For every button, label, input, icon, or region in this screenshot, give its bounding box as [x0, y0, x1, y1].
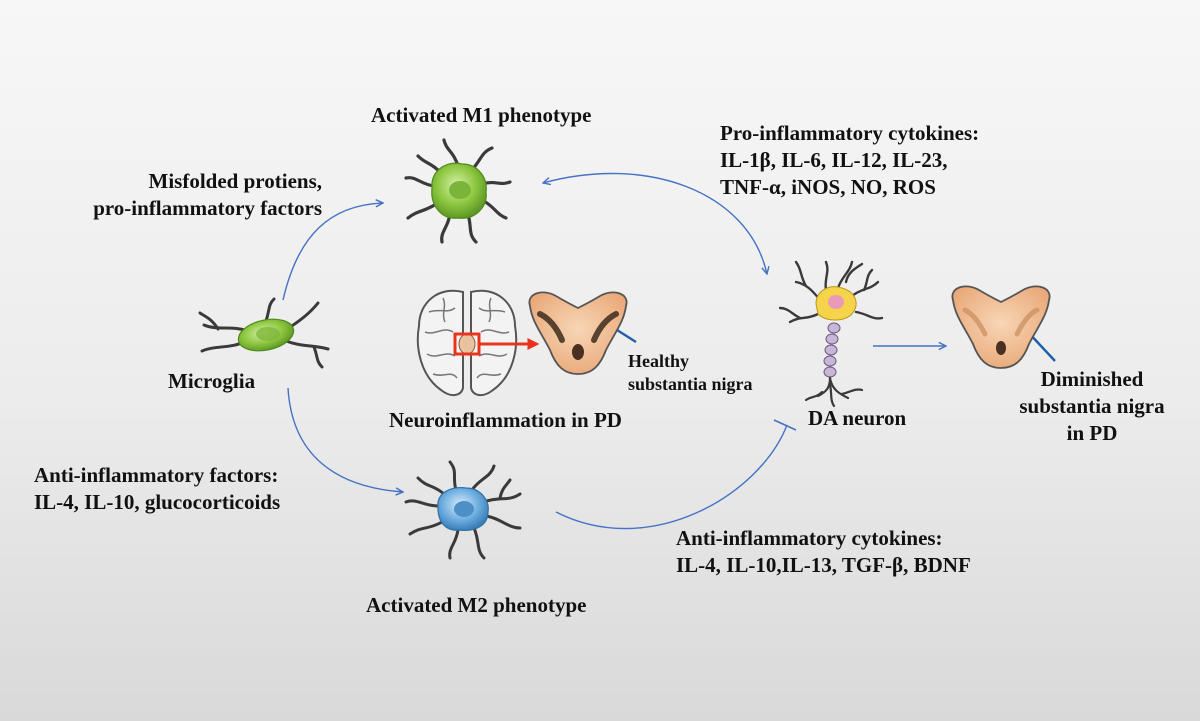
diminished-substantia-nigra-icon: [951, 285, 1051, 369]
inhibition-m2-to-da-neuron: [555, 419, 797, 530]
pro-cytokines-list-2: TNF-α, iNOS, NO, ROS: [720, 175, 936, 199]
arrow-microglia-to-m1: [282, 203, 383, 301]
substantia-nigra-icon: [528, 291, 628, 375]
anti-inflammatory-factors-label: Anti-inflammatory factors: IL-4, IL-10, …: [34, 462, 280, 516]
misfolded-proteins-label: Misfolded protiens, pro-inflammatory fac…: [62, 168, 322, 222]
anti-factors-list: IL-4, IL-10, glucocorticoids: [34, 490, 281, 514]
neuroinflammation-label: Neuroinflammation in PD: [389, 408, 622, 432]
arrow-microglia-to-m2: [287, 387, 403, 492]
m2-microglia-icon: [404, 460, 522, 560]
anti-cytokines-heading: Anti-inflammatory cytokines:: [676, 526, 943, 550]
pro-cytokines-list-1: IL-1β, IL-6, IL-12, IL-23,: [720, 148, 948, 172]
microglia-cell-icon: [198, 297, 330, 369]
misfolded-line-2: pro-inflammatory factors: [93, 196, 322, 220]
m1-phenotype-label: Activated M1 phenotype: [371, 103, 592, 127]
m2-phenotype-label: Activated M2 phenotype: [366, 593, 587, 617]
brain-icon: [416, 289, 540, 396]
dopaminergic-neuron-icon: [778, 260, 884, 408]
da-neuron-label: DA neuron: [808, 406, 907, 430]
diminished-line-2: substantia nigra: [1019, 394, 1165, 418]
diminished-line-1: Diminished: [1040, 367, 1144, 391]
anti-factors-heading: Anti-inflammatory factors:: [34, 463, 279, 487]
diminished-line-3: in PD: [1066, 421, 1118, 445]
m1-microglia-icon: [404, 138, 512, 244]
healthy-sn-line-1: Healthy: [628, 351, 689, 371]
healthy-sn-line-2: substantia nigra: [628, 374, 753, 394]
pro-inflammatory-cytokines-label: Pro-inflammatory cytokines: IL-1β, IL-6,…: [720, 120, 979, 201]
microglia-label: Microglia: [168, 369, 256, 393]
anti-inflammatory-cytokines-label: Anti-inflammatory cytokines: IL-4, IL-10…: [676, 525, 971, 579]
misfolded-line-1: Misfolded protiens,: [148, 169, 322, 193]
anti-cytokines-list: IL-4, IL-10,IL-13, TGF-β, BDNF: [676, 553, 971, 577]
arrow-m1-da-neuron-bidirectional: [543, 172, 767, 274]
diminished-substantia-nigra-label: Diminished substantia nigra in PD: [1012, 366, 1172, 447]
pro-cytokines-heading: Pro-inflammatory cytokines:: [720, 121, 980, 145]
healthy-substantia-nigra-label: Healthy substantia nigra: [628, 350, 753, 396]
